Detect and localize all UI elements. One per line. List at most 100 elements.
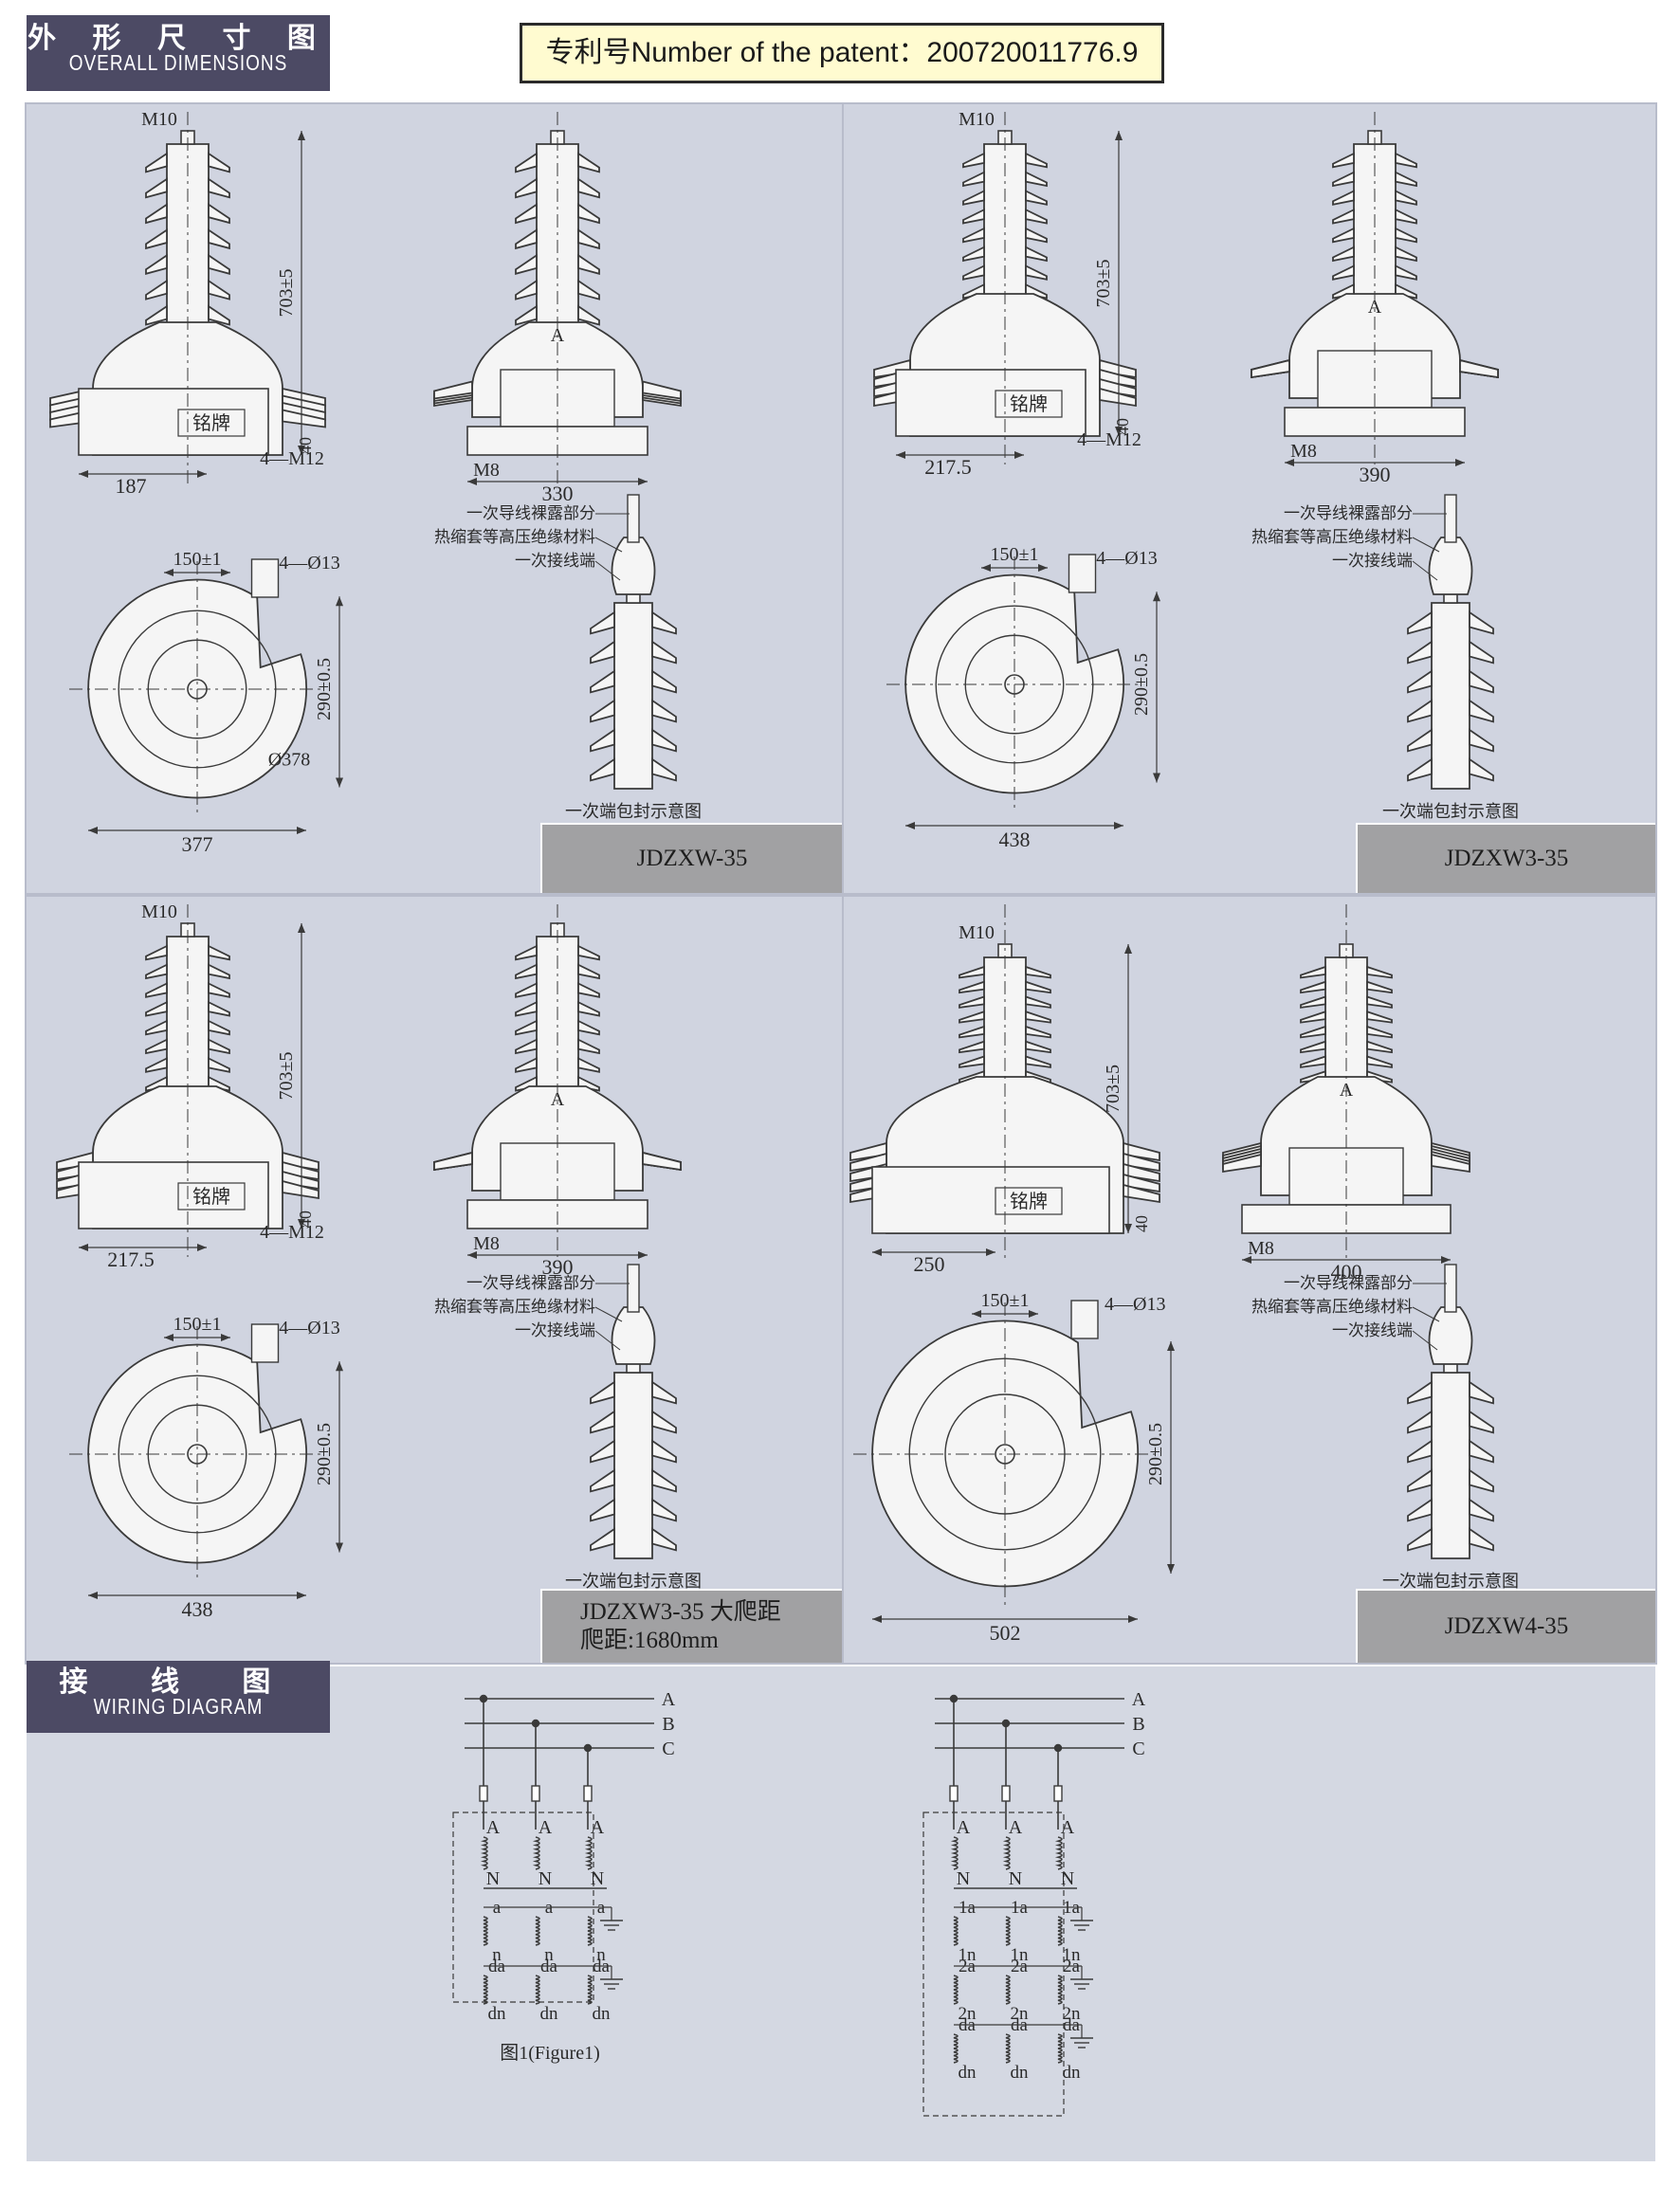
figure2-sec-n-0-1: 1n xyxy=(1011,1945,1030,1965)
p2-front-ins-shed-r5 xyxy=(1395,246,1417,263)
patent-number: 专利号Number of the patent：200720011776.9 xyxy=(520,23,1164,83)
p4-base-bolt: M8 xyxy=(1248,1238,1274,1259)
p1-depth-label: 290±0.5 xyxy=(314,658,335,720)
p3-front-ins-shed-l2 xyxy=(515,982,538,998)
figure2-phase-0: A xyxy=(1132,1689,1146,1710)
p1-front-body-bshed-l3 xyxy=(433,380,473,400)
p3-detail-ins-core xyxy=(613,1372,653,1559)
p2-side-ins-shed-r5 xyxy=(1025,246,1048,263)
p1-front-ins-shed-r3 xyxy=(577,228,600,250)
p1-side-ins-shed-l5 xyxy=(145,279,168,300)
p1-plan-width: 377 xyxy=(182,832,213,856)
p1-mount-bolt: 4—M12 xyxy=(260,448,324,469)
p3-front-ins-shed-l5 xyxy=(515,1038,538,1055)
p1-holes: 4—Ø13 xyxy=(279,553,339,574)
p1-detail-ins-shed-r3 xyxy=(651,699,677,723)
p3-front-ins-shed-r2 xyxy=(577,982,600,998)
p2-detail-cap xyxy=(1428,537,1473,595)
figure2-sec-coil-1-2 xyxy=(1057,1975,1063,2005)
model-name-3: JDZXW3-35 大爬距 xyxy=(580,1599,781,1625)
p4-detail-ins-shed-r1 xyxy=(1469,1410,1494,1434)
figure2-sec-n-1-2: 2n xyxy=(1063,2004,1082,2024)
p1-side-ins-shed-l0 xyxy=(145,152,168,173)
p4-detail-ins-shed-l4 xyxy=(1407,1498,1433,1522)
p2-nameplate-box xyxy=(995,390,1063,418)
p3-nameplate-box xyxy=(177,1182,246,1211)
p4-front-ins-shed-r0 xyxy=(1366,965,1393,979)
p2-mount-bolt: 4—M12 xyxy=(1077,429,1141,450)
p1-front-ins-shed-r1 xyxy=(577,177,600,199)
figure1-sec-coil-0-1 xyxy=(535,1916,540,1946)
p3-front-body-bshed-r3 xyxy=(642,1151,682,1172)
p4-holes: 4—Ø13 xyxy=(1105,1294,1165,1315)
figure2-sec-coil-2-1 xyxy=(1005,2033,1011,2064)
p3-detail-ins-shed-r2 xyxy=(651,1439,677,1464)
p4-front-ins-shed-l6 xyxy=(1300,1055,1326,1068)
p2-front-ins-shed-l1 xyxy=(1332,171,1355,188)
figure2-prim-coil-0 xyxy=(950,1836,959,1870)
p4-side-body-bshed-r4 xyxy=(1123,1183,1160,1204)
model-name-1: JDZXW-35 xyxy=(636,846,748,871)
p4-detail-line3: 一次接线端 xyxy=(1332,1321,1413,1340)
p3-base-bolt: M8 xyxy=(473,1233,500,1254)
p4-side-ins-shed-l1 xyxy=(959,980,985,994)
figure2-sec-n-2-2: dn xyxy=(1063,2063,1082,2083)
model-label-3: JDZXW3-35 大爬距 爬距:1680mm xyxy=(540,1589,842,1663)
p4-detail-caption: 一次端包封示意图 xyxy=(1382,1572,1519,1592)
p3-detail-ins-shed-l3 xyxy=(590,1468,615,1493)
p3-detail-line1: 一次导线裸露部分 xyxy=(466,1274,595,1293)
p1-side-ins-shed-l1 xyxy=(145,177,168,199)
figure1-sec-n-1-2: dn xyxy=(593,2004,612,2024)
p1-detail-cap xyxy=(611,537,656,595)
p1-side-ins-shed-r3 xyxy=(208,228,230,250)
p2-side-ins-shed-l4 xyxy=(962,227,985,244)
p4-detail-ins-shed-r3 xyxy=(1469,1468,1494,1493)
figure1-phase-0: A xyxy=(662,1689,676,1710)
p4-nameplate-box xyxy=(995,1187,1063,1215)
p4-detail-ins-shed-r5 xyxy=(1469,1527,1494,1552)
p2-side-ins-shed-r3 xyxy=(1025,208,1048,225)
p1-nameplate-box xyxy=(177,409,246,437)
p4-front-ins-shed-l5 xyxy=(1300,1040,1326,1054)
p1-front-width: 330 xyxy=(542,482,574,505)
p4-front-ins-shed-r6 xyxy=(1366,1055,1393,1068)
p4-front-body-bshed-l4 xyxy=(1222,1153,1262,1174)
p2-detail-ins-shed-l1 xyxy=(1407,640,1433,665)
figure2-sec-n-1-1: 2n xyxy=(1011,2004,1030,2024)
p2-detail-line1: 一次导线裸露部分 xyxy=(1284,504,1413,523)
p1-detail-ins-shed-r1 xyxy=(651,640,677,665)
p3-mount-bolt: 4—M12 xyxy=(260,1222,324,1243)
p2-front-ins-shed-r1 xyxy=(1395,171,1417,188)
p1-detail-ins-shed-l0 xyxy=(590,610,615,635)
figure1-sec-coil-0-0 xyxy=(483,1916,488,1946)
p4-front-ins-shed-l0 xyxy=(1300,965,1326,979)
p3-side-ins-shed-l6 xyxy=(145,1057,168,1073)
p1-detail-ins-shed-r0 xyxy=(651,610,677,635)
p4-front-ins-shed-r3 xyxy=(1366,1011,1393,1024)
p1-front-ins-shed-l4 xyxy=(515,253,538,275)
wiring-diagram-figure2: ABCANANAN1a1n1a1n1a1n2a2n2a2n2a2ndadndad… xyxy=(922,1689,1146,2117)
p2-detail-line3: 一次接线端 xyxy=(1332,552,1413,571)
p2-front-ins-shed-l6 xyxy=(1332,264,1355,281)
p3-holes: 4—Ø13 xyxy=(279,1318,339,1338)
figure1-sec-coil-1-2 xyxy=(587,1975,593,2005)
p2-side-ins-shed-l2 xyxy=(962,190,985,206)
p4-front-ins-shed-r2 xyxy=(1366,995,1393,1009)
p3-front-ins-shed-l3 xyxy=(515,1000,538,1017)
p2-detail-ins-shed-l3 xyxy=(1407,699,1433,723)
p3-side-ins-shed-r5 xyxy=(208,1038,230,1055)
p3-side-ins-shed-l5 xyxy=(145,1038,168,1055)
figure2-sec-coil-2-2 xyxy=(1057,2033,1063,2064)
model-name-4: JDZXW4-35 xyxy=(1444,1613,1569,1639)
figure2-sec-coil-0-2 xyxy=(1057,1916,1063,1946)
figure1-prim-a-2: A xyxy=(591,1817,605,1838)
p1-side-housing xyxy=(78,388,269,456)
figure1-sec-n-1-1: dn xyxy=(540,2004,559,2024)
figure2-fuse-0 xyxy=(949,1785,959,1802)
p3-front-body-bshed-l3 xyxy=(433,1151,473,1172)
p1-height-label: 703±5 xyxy=(276,269,297,318)
figure1-sec-n-0-0: n xyxy=(492,1945,502,1965)
p4-side-ins-shed-r6 xyxy=(1025,1055,1051,1068)
